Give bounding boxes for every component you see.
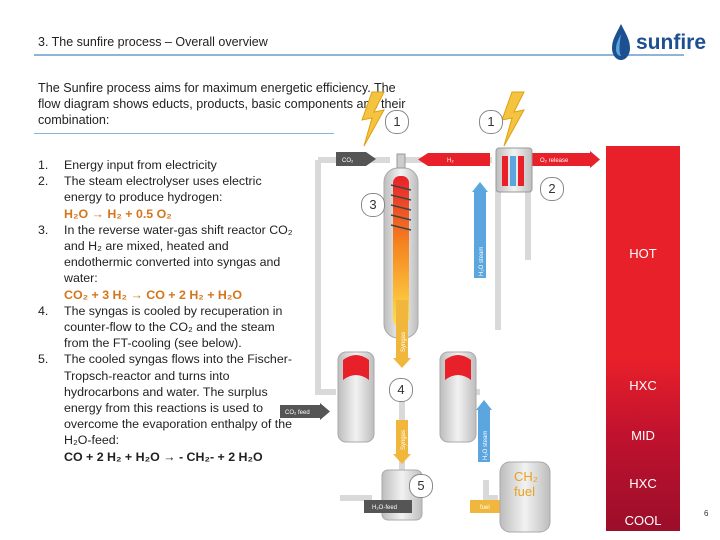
steam-line-bottom [478,410,490,462]
list-item: 2. The steam electrolyser uses electric … [38,173,300,222]
temperature-bar [606,146,680,531]
h2-label: H₂ [447,158,454,164]
ch2-fuel-label: fuel [514,484,535,499]
zone-hot-label: HOT [629,246,657,261]
h2o-steam-top-label: H₂O steam [479,247,485,276]
step-number: 4. [38,303,49,318]
step-marker-1b: 1 [479,110,503,134]
heat-exchanger-left [337,351,375,443]
fuel-tank [499,461,551,533]
zone-cool-label: COOL [624,513,662,528]
co2-line [336,152,366,166]
o2-release-label: O₂ release [540,158,569,164]
ch2-label: CH₂ [514,469,538,484]
steam-arrow-bottom [476,400,492,410]
zone-hxc-upper-label: HXC [629,378,657,393]
step-equation: CO₂ + 3 H₂ → CO + 2 H₂ + H₂O [64,287,242,302]
step-number: 1. [38,158,49,172]
list-item: 3. In the reverse water-gas shift reacto… [38,222,300,303]
co2-feed-label: CO₂ feed [285,410,310,416]
step-text: The syngas is cooled by recuperation in … [64,303,283,351]
drop-icon [612,24,630,60]
zone-hxc-lower-label: HXC [629,476,657,491]
pipe-network [315,157,531,501]
page-number: 6 [704,509,709,518]
syngas-line-bottom [396,420,408,454]
intro-text: The Sunfire process aims for maximum ene… [38,81,406,127]
fuel-label: fuel [480,505,490,511]
syngas-arrow-bottom [393,454,411,464]
lightning-icon [361,91,385,147]
intro-divider [34,133,334,134]
hydrogen-line [428,153,490,166]
rwgs-reactor [383,153,419,339]
step-text: In the reverse water-gas shift reactor C… [64,222,293,286]
step-text: The cooled syngas flows into the Fischer… [64,352,292,448]
heat-exchanger-right [439,351,477,443]
o2-release-line [532,153,590,166]
syngas-top-label: Syngas [401,332,407,352]
step-text: Energy input from electricity [64,158,217,172]
h2o-steam-bottom-label: H₂O steam [483,431,489,460]
list-item: 4. The syngas is cooled by recuperation … [38,303,300,352]
list-item: 1. Energy input from electricity [38,157,300,173]
syngas-bottom-label: Syngas [401,430,407,450]
co2-feed-line [280,405,320,418]
step-number: 2. [38,174,49,189]
step-marker-4: 4 [389,378,413,402]
h2o-feed-line [364,500,412,513]
zone-mid-label: MID [631,428,655,443]
syngas-line-top [396,300,408,358]
fuel-line [470,500,500,513]
h2o-feed-label: H₂O-feed [372,505,397,511]
header-divider [34,54,684,56]
step-number: 3. [38,222,49,237]
syngas-arrow-top [393,358,411,368]
hydrogen-arrow [418,153,428,166]
step-text: The steam electrolyser uses electric ene… [64,174,262,205]
step-marker-2: 2 [540,177,564,201]
page-title: 3. The sunfire process – Overall overvie… [38,35,268,49]
sunfire-logo: sunfire [608,22,706,66]
o2-arrow [590,151,600,168]
step-equation: H₂O → H₂ + 0.5 O₂ [64,206,172,221]
step-marker-1a: 1 [385,110,409,134]
logo-text: sunfire [636,31,707,54]
steam-line-top [474,192,486,278]
step-number: 5. [38,352,49,367]
steam-electrolyser [495,147,533,193]
co2-label: CO₂ [342,158,354,164]
step-marker-5: 5 [409,474,433,498]
co2-arrow [366,152,376,166]
step-marker-3: 3 [361,193,385,217]
co2-feed-arrow [320,403,330,420]
steam-arrow-top [472,182,488,192]
lightning-icon [501,91,525,147]
list-item: 5. The cooled syngas flows into the Fisc… [38,351,300,464]
step-list: 1. Energy input from electricity 2. The … [38,157,300,465]
step-equation: CO + 2 H₂ + H₂O → - CH₂- + 2 H₂O [64,449,263,464]
